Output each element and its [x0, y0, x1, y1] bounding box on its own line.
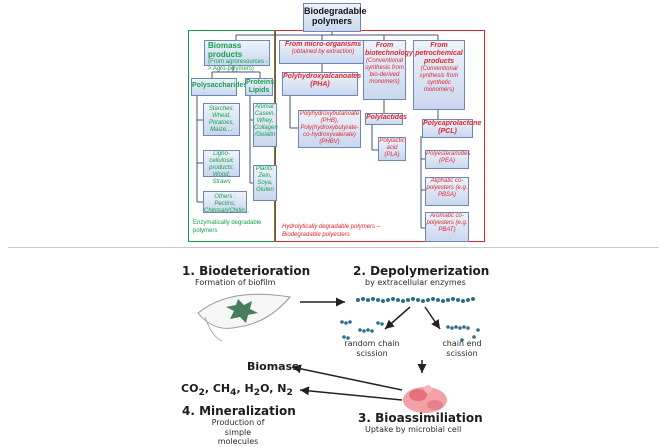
- chain-end-scission-label: chain end scission: [442, 339, 482, 358]
- microbial-cell: [403, 385, 447, 413]
- micro-organisms-node: From micro-organisms (obtained by extrac…: [279, 40, 367, 64]
- connector-lines: [196, 32, 439, 229]
- biofilm-illustration: [197, 293, 291, 342]
- stage-3-subtitle: Uptake by microbial cell: [365, 425, 462, 434]
- stage-illustrations: [197, 293, 480, 413]
- animal-node: Animal: Casein, Whey, Collagen /Gelatin: [253, 103, 278, 147]
- biomass-subtitle: (From agroresources -> Agro-polymers): [208, 59, 268, 73]
- polysaccharides-node: Polysaccharides: [191, 78, 247, 96]
- root-node: Biodegradable polymers: [303, 3, 367, 32]
- ligno-label: Ligno-cellulosic products: Wood, Straws: [209, 151, 234, 185]
- stage-4-title: 4. Mineralization: [182, 404, 296, 418]
- proteins-label: Proteins, Lipids: [246, 79, 276, 95]
- biomass-products-node: Biomass products (From agroresources -> …: [204, 40, 270, 72]
- polymer-chain: [356, 297, 475, 303]
- micro-subtitle: (obtained by extraction): [291, 49, 355, 56]
- pbsa-node: Aliphatic co-polyesters (e.g. PBSA): [425, 177, 469, 206]
- pha-node: Polyhydroxyalcanoates (PHA): [282, 72, 362, 96]
- chain-end-fragments: [446, 325, 480, 342]
- phb-phbv-node: Polyhydroxybutanoate (PHB), Poly(hydroxy…: [298, 110, 361, 148]
- hydrolytic-caption: Hydrolytically degradable polymers – Bio…: [282, 224, 381, 238]
- stage-2-title: 2. Depolymerization: [353, 264, 490, 278]
- others-node: Others : Pectins, Chitosan/Chitin...: [203, 191, 250, 214]
- starches-node: Starches: Wheat, Potatoes, Maize,...: [203, 103, 240, 136]
- micro-title: From micro-organisms: [284, 41, 362, 48]
- pbat-label: Aromatic co-polyesters (e.g. PBAT): [426, 213, 468, 233]
- starches-label: Starches: Wheat, Potatoes, Maize,...: [208, 106, 235, 133]
- pla-node: Polylactic acid (PLA): [378, 137, 406, 161]
- petrochemical-node: From petrochemical products (Conventiona…: [413, 40, 465, 110]
- biotech-subtitle: (Conventional synthesis from bio-derived…: [365, 58, 404, 85]
- pbsa-label: Aliphatic co-polyesters (e.g. PBSA): [426, 178, 468, 198]
- pcl-label: Polycaprolactone (PCL): [423, 120, 482, 136]
- pla-label: Polylactic acid (PLA): [379, 138, 405, 158]
- petro-subtitle: (Conventional synthesis from synthetic m…: [419, 66, 459, 93]
- polylactides-label: Polylactides: [366, 114, 407, 121]
- polysaccharides-label: Polysaccharides: [192, 82, 248, 89]
- stage-2-subtitle: by extracellular enzymes: [365, 278, 466, 287]
- root-label: Biodegradable polymers: [304, 6, 367, 27]
- ligno-cellulosic-node: Ligno-cellulosic products: Wood, Straws: [203, 150, 240, 185]
- biomass-title: Biomass products: [208, 41, 243, 60]
- random-scission-label: random chain scission: [344, 339, 400, 358]
- enzymatic-caption: Enzymatically degradable polymers: [193, 220, 262, 234]
- stage-1-title: 1. Biodeterioration: [182, 264, 311, 278]
- polylactides-node: Polylactides: [365, 113, 407, 125]
- others-label: Others : Pectins, Chitosan/Chitin...: [204, 194, 250, 214]
- plants-node: Plants: Zein, Soya, Gluten: [253, 165, 277, 201]
- plants-label: Plants: Zein, Soya, Gluten: [255, 166, 275, 193]
- petro-title: From petrochemical products: [415, 42, 463, 66]
- animal-label: Animal: Casein, Whey, Collagen /Gelatin: [254, 104, 278, 138]
- pbat-node: Aromatic co-polyesters (e.g. PBAT): [425, 212, 469, 242]
- biomass-label: Biomass: [247, 360, 299, 373]
- stage-1-subtitle: Formation of biofilm: [195, 278, 276, 287]
- pea-node: Polyesteramides (PEA): [425, 150, 471, 169]
- pea-label: Polyesteramides (PEA): [426, 151, 471, 164]
- pha-label: Polyhydroxyalcanoates (PHA): [283, 73, 362, 89]
- stage-4-subtitle: Production of simple molecules: [211, 418, 265, 447]
- section-divider: [8, 247, 659, 248]
- biotechnology-node: From biotechnology (Conventional synthes…: [363, 40, 413, 100]
- random-fragments: [340, 320, 384, 340]
- proteins-lipids-node: Proteins, Lipids: [245, 78, 276, 96]
- biotech-title: From biotechnology: [365, 42, 413, 58]
- phb-label: Polyhydroxybutanoate (PHB), Poly(hydroxy…: [299, 111, 360, 145]
- mineral-products: CO2, CH4, H2O, N2: [181, 382, 293, 399]
- stage-3-title: 3. Bioassimiliation: [358, 411, 483, 425]
- pcl-node: Polycaprolactone (PCL): [422, 119, 481, 138]
